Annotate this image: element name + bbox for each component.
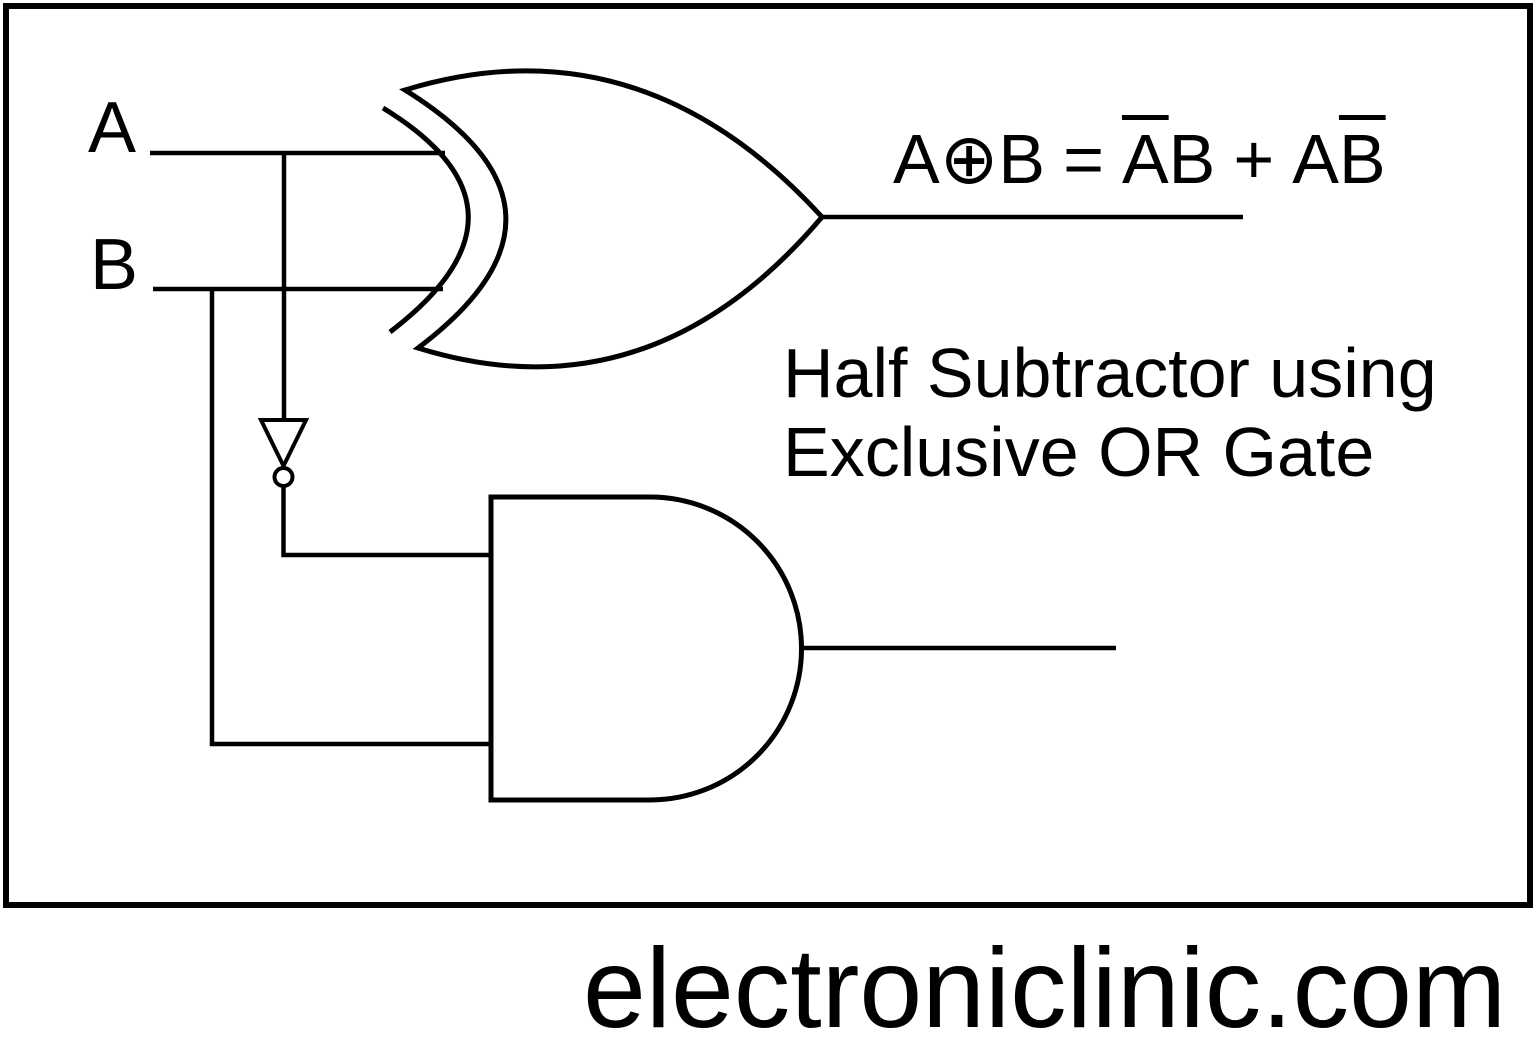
input-a-label: A [88,88,137,168]
input-b-label: B [90,225,139,305]
formula-not-a: A [1121,120,1169,198]
xor-gate-input-arc-icon [381,105,471,334]
xor-gate-icon [399,68,826,370]
formula-b: B [998,120,1046,198]
site-watermark: electroniclinic.com [583,925,1507,1051]
xor-symbol-icon: ⊕ [939,118,999,200]
formula-a: A [893,120,940,198]
formula-a2: A [1292,120,1339,198]
diagram-border [3,3,1533,908]
wire-b-branch [209,289,491,747]
caption-line-2: Exclusive OR Gate [783,413,1375,491]
xor-output-formula: A⊕B=AB+AB [893,124,1386,194]
not-gate-bubble-icon [272,466,295,488]
and-gate-icon [488,494,804,803]
diagram-caption: Half Subtractor using Exclusive OR Gate [783,334,1437,492]
formula-not-b: B [1338,120,1386,198]
formula-plus: + [1233,120,1275,198]
wire-not-to-and [281,487,491,558]
formula-equals: = [1063,120,1104,198]
formula-b2: B [1168,120,1216,198]
not-gate-triangle-icon [257,418,310,471]
caption-line-1: Half Subtractor using [783,334,1437,412]
